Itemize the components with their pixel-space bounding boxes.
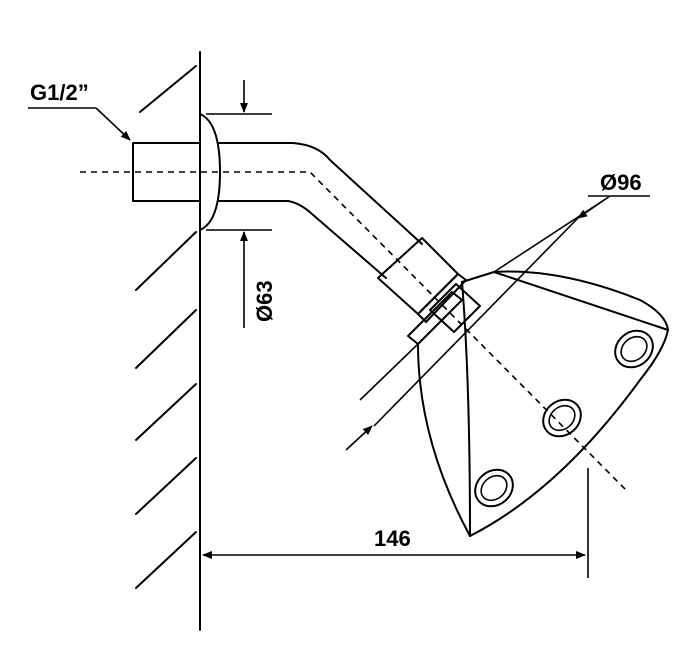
- wall-hatching: [135, 65, 197, 589]
- nozzle-bottom-inner: [480, 474, 508, 502]
- nozzle-middle-inner: [548, 404, 576, 432]
- flange-diameter-label: Ø63: [252, 280, 277, 322]
- nozzles: [474, 329, 654, 508]
- wall-flange: [199, 113, 221, 231]
- nozzle-top-inner: [620, 335, 648, 363]
- head-diameter-label: Ø96: [600, 170, 642, 195]
- projection-dimension: [202, 468, 589, 578]
- head-diameter-dimension: [345, 195, 650, 451]
- nozzle-top: [614, 329, 654, 369]
- thread-stub: [132, 142, 201, 202]
- arm-nut: [377, 237, 481, 345]
- thread-label: G1/2”: [30, 80, 89, 105]
- nozzle-bottom: [474, 468, 514, 508]
- projection-label: 146: [374, 526, 411, 551]
- shower-arm: [217, 142, 423, 279]
- wall: [135, 51, 201, 631]
- centerline: [80, 171, 627, 491]
- flange-dimension: [206, 80, 272, 328]
- nozzle-middle: [542, 398, 582, 438]
- thread-leader: [28, 107, 131, 141]
- shower-head: [417, 270, 669, 537]
